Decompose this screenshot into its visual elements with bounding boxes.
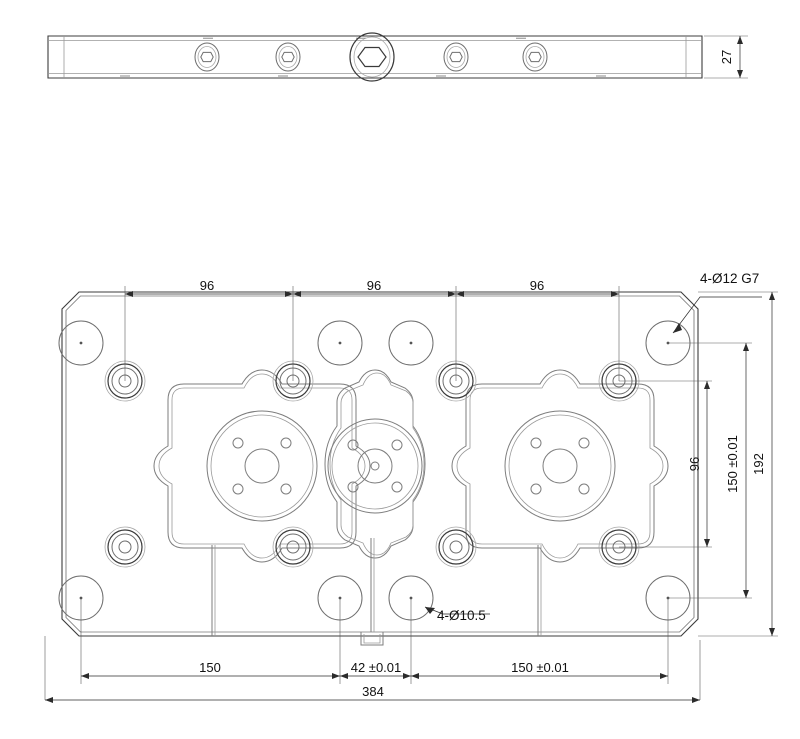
note-dowel-holes: 4-Ø12 G7: [672, 271, 762, 334]
dimension-label-42-bottom: 42 ±0.01: [351, 660, 402, 675]
dimension-group-bottom-horizontal: 150 42 ±0.01 150 ±0.01 384: [44, 598, 701, 703]
fixture-pocket-left: [153, 369, 371, 636]
dimension-label-150-bottom-right: 150 ±0.01: [511, 660, 569, 675]
plate-inner-offset-outline: [65, 295, 695, 633]
through-hole-group: [58, 320, 691, 621]
through-hole: [58, 320, 104, 366]
top-plan-view: [58, 291, 699, 646]
side-view-bolt-socket: [443, 42, 469, 72]
side-view-bolt-socket: [194, 42, 220, 72]
dimension-group-top-horizontal: 96 96 96: [124, 278, 620, 381]
dimension-label-384-overall: 384: [362, 684, 384, 699]
fixture-pocket-middle: [324, 369, 426, 646]
dimension-42-bottom-middle: 42 ±0.01: [340, 660, 411, 679]
dimension-label-96-a: 96: [200, 278, 214, 293]
bottom-center-tab: [360, 632, 384, 646]
dimension-label-96-b: 96: [367, 278, 381, 293]
dimension-192-vertical: 192: [751, 292, 775, 636]
side-elevation-view: [47, 32, 703, 82]
dimension-384-overall: 384: [45, 684, 700, 703]
dimension-label-150-bottom-left: 150: [199, 660, 221, 675]
dimension-label-192-vertical: 192: [751, 453, 766, 475]
dimension-label-96-c: 96: [530, 278, 544, 293]
dimension-label-96-vertical: 96: [687, 457, 702, 471]
side-view-bolt-socket: [275, 42, 301, 72]
through-hole: [317, 320, 363, 366]
side-view-face-ticks: [120, 37, 606, 77]
side-view-center-hex-socket: [349, 32, 395, 82]
dimension-group-right-vertical: 96 150 ±0.01 192: [619, 291, 778, 637]
dimension-96-top-middle: 96: [293, 278, 456, 297]
note-through-holes: 4-Ø10.5: [424, 606, 490, 623]
note-label-dowel-holes: 4-Ø12 G7: [700, 271, 759, 286]
plate-outline: [61, 291, 699, 637]
dimension-label-150-vertical: 150 ±0.01: [725, 435, 740, 493]
dimension-150-vertical: 150 ±0.01: [725, 343, 749, 598]
side-view-body-outline: [47, 35, 703, 79]
dimension-96-vertical: 96: [687, 381, 710, 547]
side-view-bolt-socket: [522, 42, 548, 72]
dimension-thickness-27: 27: [704, 35, 748, 79]
through-hole: [388, 320, 434, 366]
dimension-label-thickness: 27: [719, 50, 734, 64]
dowel-bushing: [104, 526, 146, 568]
dowel-bushing: [435, 526, 477, 568]
note-label-through-holes: 4-Ø10.5: [437, 608, 486, 623]
fixture-pocket-right: [451, 369, 669, 636]
dimension-150-bottom-left: 150: [81, 660, 340, 679]
dimension-96-top-left: 96: [125, 278, 293, 297]
dimension-96-top-right: 96: [456, 278, 619, 297]
dowel-bushing: [272, 526, 314, 568]
dimension-150-bottom-right: 150 ±0.01: [411, 660, 668, 679]
